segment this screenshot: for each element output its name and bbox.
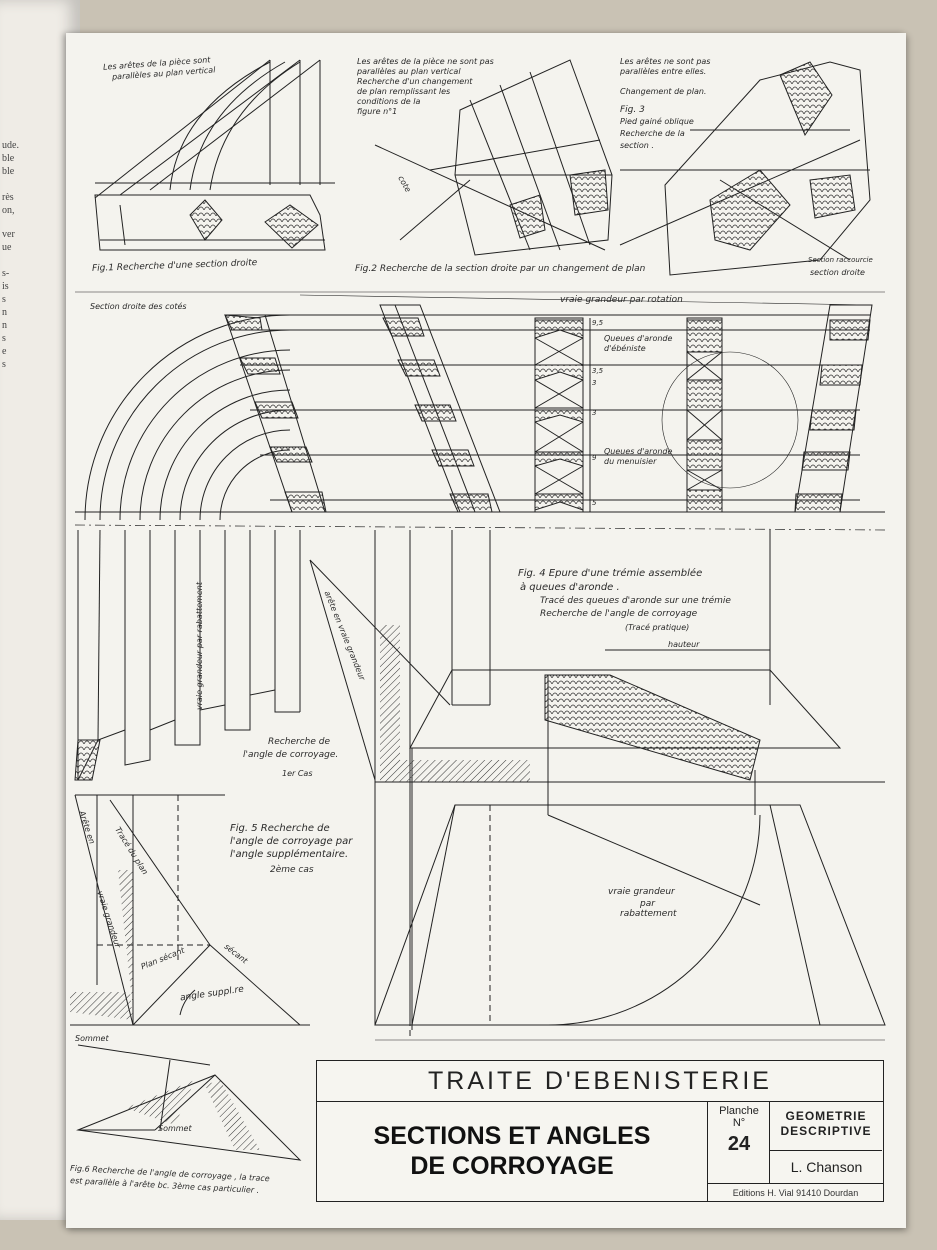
- text-fragment: s: [2, 359, 6, 370]
- fig3-note-2: parallèles entre elles.: [620, 67, 707, 76]
- publisher: Editions H. Vial 91410 Dourdan: [707, 1183, 883, 1202]
- fig2-note-3: Recherche d'un changement: [357, 77, 473, 86]
- text-fragment: n: [2, 320, 7, 331]
- fig4-queues-menuisier-1: Queues d'aronde: [604, 447, 673, 456]
- fig4-section-cotes: Section droite des cotés: [90, 302, 187, 311]
- text-fragment: s-: [2, 268, 10, 279]
- fig5-caption-3: l'angle supplémentaire.: [230, 849, 349, 860]
- fig3-caption-3: section .: [620, 141, 654, 150]
- fig3-title: Fig. 3: [620, 105, 645, 115]
- fig4-vg-rabattement-3: rabattement: [620, 909, 677, 919]
- fig4-vraie-grandeur-rotation: vraie grandeur par rotation: [560, 295, 683, 305]
- planche-no-label: N°: [732, 1117, 746, 1129]
- fig2-note-6: figure n°1: [357, 107, 398, 116]
- text-fragment: ble: [2, 166, 15, 177]
- text-fragment: s: [2, 294, 6, 305]
- dimension-1: 9,5: [592, 319, 604, 327]
- planche-cell: Planche N° 24: [707, 1101, 770, 1183]
- text-fragment: ue: [2, 242, 12, 253]
- text-fragment: n: [2, 307, 7, 318]
- author: L. Chanson: [769, 1151, 883, 1183]
- text-fragment: rès: [2, 192, 14, 203]
- fig2-note-5: conditions de la: [357, 97, 421, 106]
- text-fragment: is: [2, 281, 9, 292]
- fig2-caption: Fig.2 Recherche de la section droite par…: [355, 264, 646, 274]
- fig4-vg-rabattement-vertical: vraie grandeur par rabattement: [195, 582, 204, 710]
- dimension-4: 3: [592, 409, 597, 417]
- fig2-drawing: [374, 59, 613, 256]
- fig2-note-2: parallèles au plan vertical: [357, 67, 461, 76]
- text-fragment: e: [2, 346, 7, 357]
- text-fragment: ver: [2, 229, 15, 240]
- text-fragment: ble: [2, 153, 15, 164]
- fig4-hauteur: hauteur: [668, 640, 700, 649]
- fig5-caption-4: 2ème cas: [270, 865, 314, 875]
- fig4-vg-rabattement-1: vraie grandeur: [608, 887, 675, 897]
- fig3-caption-2: Recherche de la: [620, 129, 685, 138]
- fig5-caption-2: l'angle de corroyage par: [230, 836, 353, 847]
- planche-number: 24: [727, 1133, 751, 1155]
- fig4-queues-ebeniste-2: d'ébéniste: [604, 344, 646, 353]
- fig2-note-1: Les arêtes de la pièce ne sont pas: [357, 57, 494, 66]
- fig3-caption-1: Pied gainé oblique: [620, 117, 694, 126]
- fig1-drawing: [94, 59, 335, 251]
- dimension-5: 9: [592, 454, 597, 462]
- text-fragment: ude.: [2, 140, 19, 151]
- plate-title-line-2: DE CORROYAGE: [410, 1152, 614, 1180]
- fig3-change-label: Changement de plan.: [620, 87, 707, 96]
- fig4-vg-rabattement-2: par: [640, 899, 655, 909]
- fig2-note-4: de plan remplissant les: [357, 87, 451, 96]
- fig6-sommet-1: Sommet: [75, 1034, 109, 1043]
- subject-cell: GEOMETRIE DESCRIPTIVE: [769, 1101, 882, 1151]
- fig3-note-1: Les arêtes ne sont pas: [620, 57, 711, 66]
- fig4-sub-1: Tracé des queues d'aronde sur une trémie: [540, 596, 731, 606]
- fig4-sub-2: Recherche de l'angle de corroyage: [540, 609, 698, 619]
- series-title: TRAITE D'EBENISTERIE: [317, 1061, 883, 1102]
- fig4-queues-ebeniste-1: Queues d'aronde: [604, 334, 673, 343]
- dimension-3: 3: [592, 379, 597, 387]
- fig5-caption-1: Fig. 5 Recherche de: [230, 823, 330, 834]
- fig4-drawing: [74, 294, 886, 1041]
- plate-title: SECTIONS ET ANGLES DE CORROYAGE: [317, 1101, 707, 1201]
- fig4-recherche-2: l'angle de corroyage.: [243, 750, 339, 760]
- fig6-sommet-2: Sommet: [158, 1124, 192, 1133]
- subject-line-1: GEOMETRIE: [785, 1109, 867, 1123]
- fig4-title-2: à queues d'aronde .: [520, 582, 620, 593]
- text-fragment: on,: [2, 205, 15, 216]
- fig4-title-1: Fig. 4 Epure d'une trémie assemblée: [518, 568, 703, 579]
- subject-line-2: DESCRIPTIVE: [780, 1124, 872, 1138]
- planche-label: Planche: [719, 1105, 759, 1117]
- fig3-section-raccourcie: Section raccourcie: [808, 256, 873, 264]
- fig4-queues-menuisier-2: du menuisier: [604, 457, 657, 466]
- fig5-drawing: [70, 794, 310, 1026]
- fig3-section-droite: section droite: [810, 268, 865, 277]
- dimension-6: 5: [592, 499, 597, 507]
- dimension-2: 3,5: [592, 367, 604, 375]
- plate-title-line-1: SECTIONS ET ANGLES: [373, 1122, 651, 1150]
- text-fragment: s: [2, 333, 6, 344]
- fig6-drawing: [76, 1044, 302, 1161]
- fig3-drawing: [619, 61, 871, 276]
- fig4-sub-3: (Tracé pratique): [625, 623, 690, 632]
- fig4-recherche-3: 1er Cas: [282, 769, 313, 778]
- title-block: TRAITE D'EBENISTERIE SECTIONS ET ANGLES …: [316, 1060, 884, 1202]
- fig4-recherche-1: Recherche de: [268, 737, 330, 747]
